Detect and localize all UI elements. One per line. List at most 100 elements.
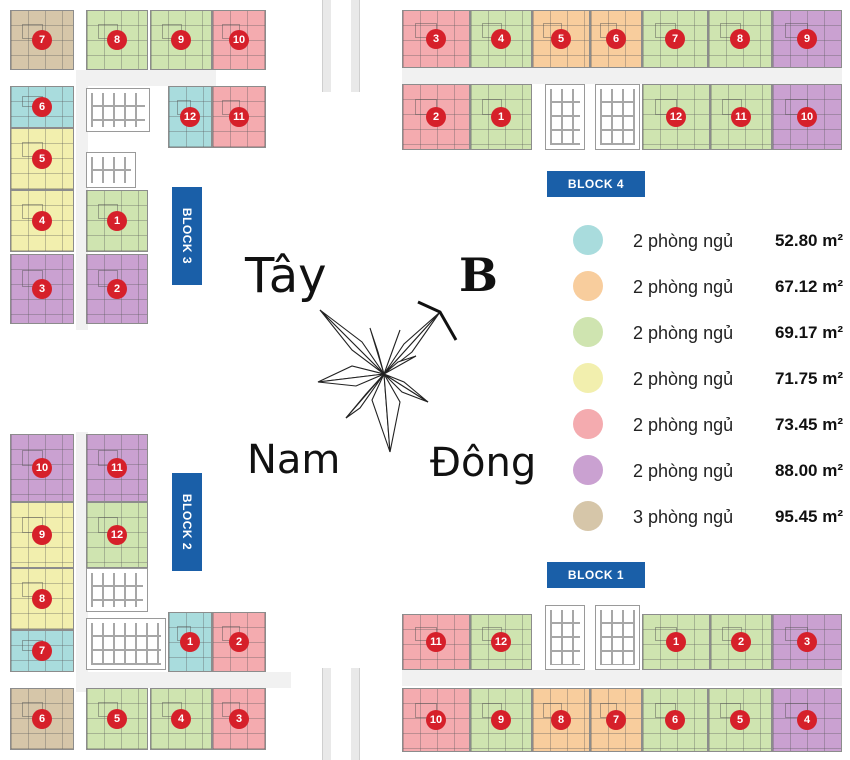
unit-number-badge: 12 <box>666 107 686 127</box>
block1-unit-3: 3 <box>772 614 842 670</box>
legend-swatch <box>573 455 603 485</box>
block1-unit-6: 6 <box>642 688 708 752</box>
legend-area: 71.75 m² <box>774 369 843 388</box>
block3-unit-12: 12 <box>168 86 212 148</box>
block-1-core <box>545 605 585 670</box>
block-2-label-text: BLOCK 2 <box>180 493 195 551</box>
block4-unit-9: 9 <box>772 10 842 68</box>
block3-unit-3: 3 <box>10 254 74 324</box>
block3-unit-9: 9 <box>150 10 212 70</box>
unit-number-badge: 1 <box>666 632 686 652</box>
block-3-core <box>86 152 136 188</box>
block1-unit-5: 5 <box>708 688 772 752</box>
road-south <box>322 668 360 760</box>
legend-row: 2 phòng ngủ 69.17 m² <box>573 317 843 347</box>
unit-number-badge: 11 <box>426 632 446 652</box>
block2-unit-6: 6 <box>10 688 74 750</box>
west-label: Tây <box>245 248 327 304</box>
block2-unit-12: 12 <box>86 502 148 568</box>
unit-number-badge: 9 <box>32 525 52 545</box>
block2-unit-9: 9 <box>10 502 74 568</box>
unit-number-badge: 5 <box>107 709 127 729</box>
block4-unit-1: 1 <box>470 84 532 150</box>
unit-number-badge: 2 <box>107 279 127 299</box>
unit-number-badge: 8 <box>32 589 52 609</box>
block3-unit-10: 10 <box>212 10 266 70</box>
legend-row: 2 phòng ngủ 71.75 m² <box>573 363 843 393</box>
unit-number-badge: 9 <box>171 30 191 50</box>
block4-unit-5: 5 <box>532 10 590 68</box>
legend-type: 2 phòng ngủ <box>633 415 734 435</box>
legend-type: 2 phòng ngủ <box>633 461 734 481</box>
unit-number-badge: 4 <box>797 710 817 730</box>
block1-unit-8: 8 <box>532 688 590 752</box>
block2-unit-5: 5 <box>86 688 148 750</box>
legend-row: 2 phòng ngủ 88.00 m² <box>573 455 843 485</box>
block3-unit-2: 2 <box>86 254 148 324</box>
legend-type: 2 phòng ngủ <box>633 369 734 389</box>
south-label: Nam <box>247 437 341 483</box>
unit-number-badge: 12 <box>491 632 511 652</box>
legend-area: 88.00 m² <box>774 461 843 480</box>
block1-unit-11: 11 <box>402 614 470 670</box>
block4-unit-11: 11 <box>710 84 772 150</box>
unit-number-badge: 4 <box>32 211 52 231</box>
block-2-corridor <box>76 432 88 692</box>
block4-unit-4: 4 <box>470 10 532 68</box>
road-north <box>322 0 360 92</box>
block-1-label-text: BLOCK 1 <box>567 568 625 582</box>
block-3-corridor <box>76 70 88 330</box>
block1-unit-1: 1 <box>642 614 710 670</box>
block-4-label-text: BLOCK 4 <box>567 177 625 191</box>
block4-unit-2: 2 <box>402 84 470 150</box>
block2-unit-2: 2 <box>212 612 266 672</box>
block-2-corridor <box>76 672 291 688</box>
legend-area: 69.17 m² <box>774 323 843 342</box>
building-label: B <box>459 248 498 302</box>
unit-number-badge: 6 <box>32 97 52 117</box>
block-3-label: BLOCK 3 <box>172 187 202 285</box>
block-4-core <box>595 84 640 150</box>
legend-type: 3 phòng ngủ <box>633 507 734 527</box>
unit-number-badge: 7 <box>32 30 52 50</box>
unit-number-badge: 8 <box>551 710 571 730</box>
unit-number-badge: 10 <box>426 710 446 730</box>
block2-unit-10: 10 <box>10 434 74 502</box>
unit-number-badge: 11 <box>229 107 249 127</box>
legend-area: 95.45 m² <box>774 507 843 526</box>
block3-unit-7: 7 <box>10 10 74 70</box>
block4-unit-7: 7 <box>642 10 708 68</box>
unit-number-badge: 9 <box>491 710 511 730</box>
block2-unit-8: 8 <box>10 568 74 630</box>
block-1-label: BLOCK 1 <box>547 562 645 588</box>
unit-number-badge: 6 <box>606 29 626 49</box>
unit-number-badge: 6 <box>665 710 685 730</box>
block3-unit-4: 4 <box>10 190 74 252</box>
legend-type: 2 phòng ngủ <box>633 231 734 251</box>
unit-number-badge: 5 <box>730 710 750 730</box>
unit-number-badge: 10 <box>229 30 249 50</box>
unit-number-badge: 10 <box>797 107 817 127</box>
block-1-corridor <box>402 670 842 686</box>
unit-number-badge: 4 <box>491 29 511 49</box>
block-3-label-text: BLOCK 3 <box>180 207 195 265</box>
block1-unit-4: 4 <box>772 688 842 752</box>
block3-unit-11: 11 <box>212 86 266 148</box>
block2-unit-4: 4 <box>150 688 212 750</box>
unit-number-badge: 3 <box>426 29 446 49</box>
block-1-core <box>595 605 640 670</box>
block1-unit-7: 7 <box>590 688 642 752</box>
block1-unit-9: 9 <box>470 688 532 752</box>
unit-number-badge: 9 <box>797 29 817 49</box>
unit-number-badge: 12 <box>180 107 200 127</box>
unit-number-badge: 4 <box>171 709 191 729</box>
unit-number-badge: 2 <box>229 632 249 652</box>
unit-number-badge: 1 <box>107 211 127 231</box>
block2-unit-7: 7 <box>10 630 74 672</box>
unit-number-badge: 11 <box>731 107 751 127</box>
legend-type: 2 phòng ngủ <box>633 323 734 343</box>
east-label: Đông <box>430 440 537 486</box>
